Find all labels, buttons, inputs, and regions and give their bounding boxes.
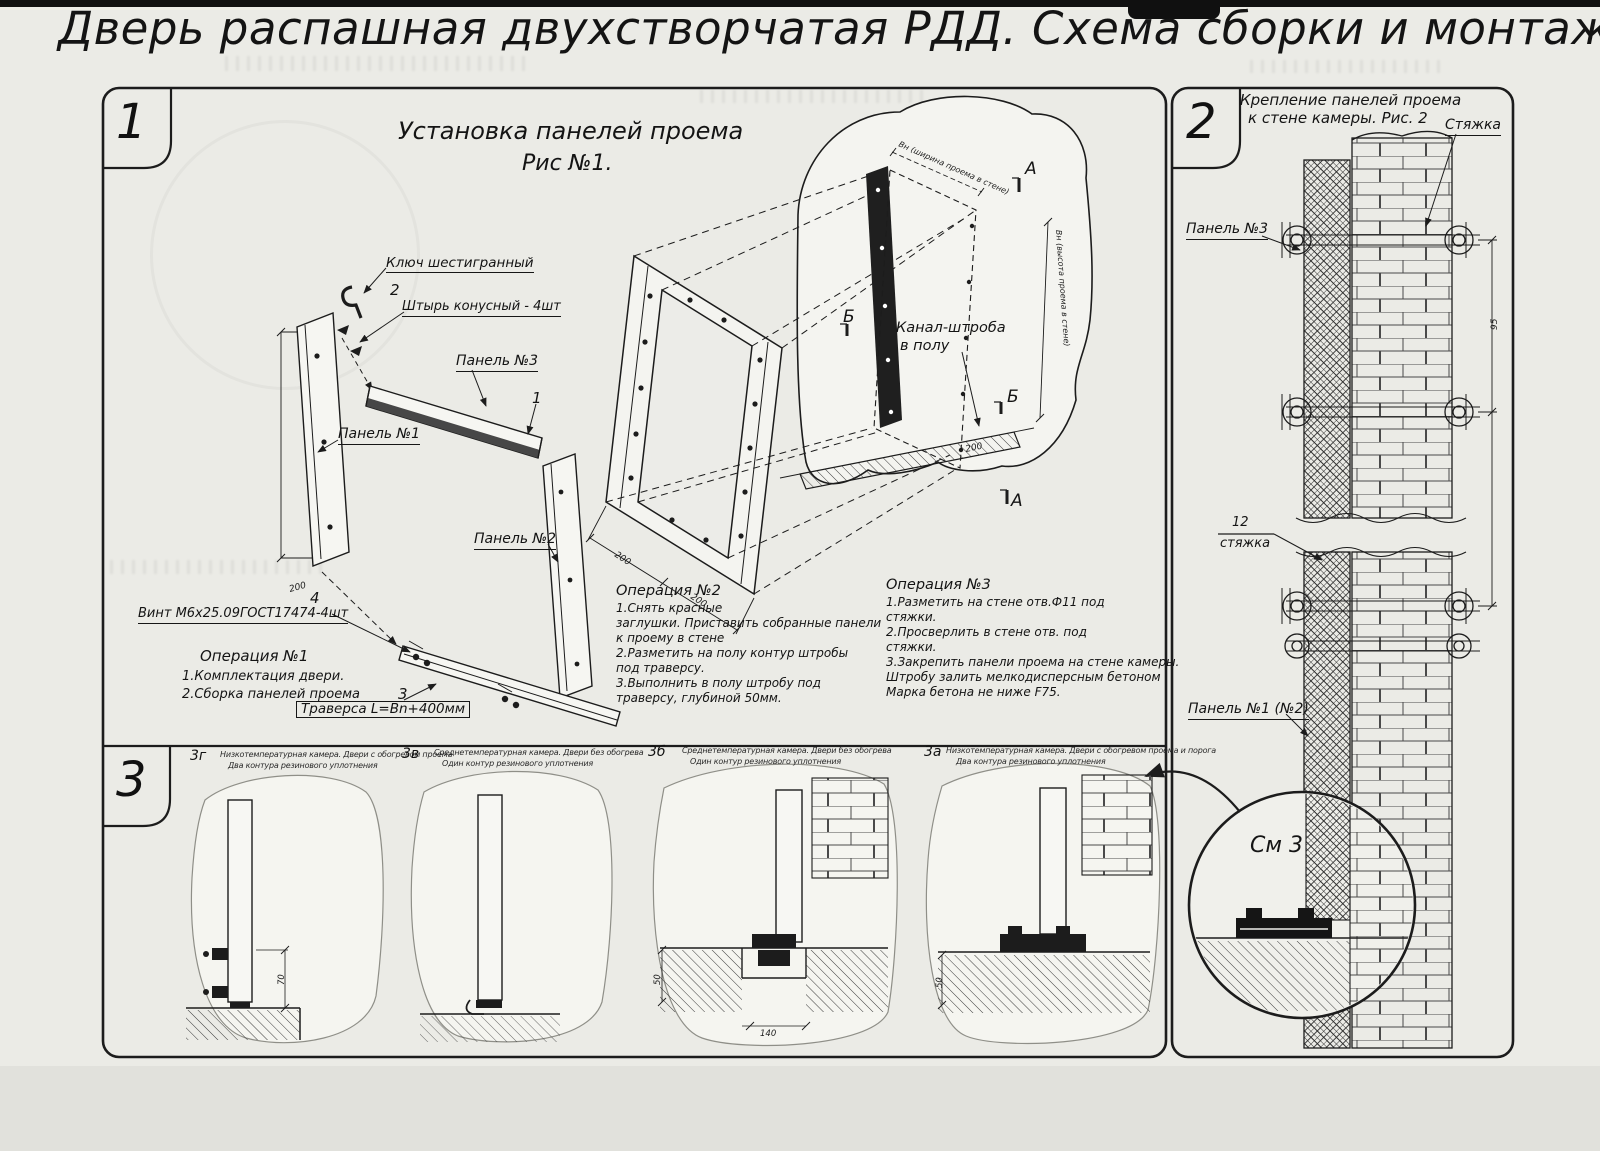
dim-200-b: 200 [612,550,632,568]
tie-bolt-646 [1284,633,1480,659]
figure-3a-caption: Низкотемпературная камера. Двери с обогр… [946,746,1216,755]
operation2-line: траверсу, глубиной 50мм. [616,691,782,705]
label-floor-channel: в полу [900,338,950,354]
operation2-line: 2.Разметить на полу контур штробы [616,646,849,660]
figure1-subtitle: Рис №1. [522,151,613,176]
figure-3b-id: 3б [648,744,666,760]
dim-50-b: 50 [935,977,945,988]
tie-bolt-606 [1281,588,1480,624]
label-panel-2: Панель №2 [474,531,556,550]
operation2-line: под траверсу. [616,661,705,675]
tie-bolt-412 [1281,394,1480,430]
figure-3a-id: 3а [924,744,942,760]
dim-95: 95 [1490,318,1500,330]
bleedthrough-mark [110,560,330,574]
tie-bolt-240 [1281,222,1480,258]
operation3-line: 1.Разметить на стене отв.Ф11 под [886,595,1105,609]
figure-3a [925,762,1161,1045]
operation2-header: Операция №2 [616,583,721,599]
label-tie-rod: Стяжка [1445,117,1501,136]
figure-3g [186,774,384,1044]
dim-140: 140 [760,1029,776,1039]
assembled-frame [585,254,783,635]
operation2-line: 3.Выполнить в полу штробу под [616,676,821,690]
figure-3v-id: 3в [402,746,420,762]
see-detail-3-label: См 3 [1250,833,1303,858]
dim-200-a: 200 [288,581,307,595]
bleedthrough-mark [1250,60,1440,73]
figure-3g-caption: Низкотемпературная камера. Двери с обогр… [220,750,453,759]
dim-70: 70 [277,974,287,985]
operation2-line: заглушки. Приставить собранные панели [616,616,882,630]
exploded-view [276,267,621,727]
operation2-line: 1.Снять красные [616,601,723,615]
dim-50-a: 50 [653,974,663,985]
balloon-4: 4 [310,589,320,607]
figure-3g-caption: Два контура резинового уплотнения [228,761,378,770]
operation3-header: Операция №3 [886,577,991,593]
section1-number: 1 [116,94,147,150]
section3-number: 3 [116,752,147,808]
balloon-1: 1 [532,389,542,407]
label-hex-key: Ключ шестигранный [386,255,534,274]
label-traverse: Траверса L=Bn+400мм [296,701,471,719]
label-panel-1-2: Панель №1 (№2) [1188,701,1309,720]
balloon-2: 2 [390,281,400,299]
detail-circle-content [1192,794,1413,1016]
section-marker-a: А [1025,159,1037,179]
operation2-line: к проему в стене [616,631,725,645]
label-cone-pin: Штырь конусный - 4шт [402,299,561,317]
operation3-line: 3.Закрепить панели проема на стене камер… [886,655,1180,669]
bleedthrough-mark [700,90,930,103]
bleedthrough-circle [150,120,420,390]
label-panel-3: Панель №3 [456,353,538,372]
wall-mount-view: 95 [1144,130,1500,1049]
figure-3b-caption: Среднетемпературная камера. Двери без об… [682,746,892,755]
floor-details: 70 50 140 50 [186,762,1161,1047]
section-marker-b: Б [843,307,855,327]
label-floor-channel: Канал-штроба [896,320,1006,336]
see-detail-arrow [1144,762,1241,813]
page-title: Дверь распашная двухстворчатая РДД. Схем… [58,2,1600,55]
position-name-tie: стяжка [1220,536,1271,551]
position-number-12: 12 [1232,515,1249,530]
balloon-3: 3 [398,685,408,703]
figure-3b-caption: Один контур резинового уплотнения [690,757,842,766]
section-marker-flags [840,177,1021,504]
label-panel-3-s2: Панель №3 [1186,221,1268,240]
operation3-line: стяжки. [886,610,937,624]
section-marker-a: А [1011,491,1023,511]
frame-borders [101,86,1515,1059]
projection-lines [605,169,977,595]
figure-3v [410,770,613,1043]
operation3-line: Марка бетона не ниже F75. [886,685,1061,699]
scan-bottom-band [0,1066,1600,1151]
operation3-line: 2.Просверлить в стене отв. под [886,625,1087,639]
operation1-header: Операция №1 [200,647,309,665]
figure1-title: Установка панелей проема [398,117,744,145]
figure-3v-caption: Один контур резинового уплотнения [442,759,594,768]
operation3-line: стяжки. [886,640,937,654]
wall-fragment [605,95,1093,595]
section2-number: 2 [1186,94,1217,150]
operation1-line: 2.Сборка панелей проема [182,687,360,702]
operation3-line: Штробу залить мелкодисперсным бетоном [886,670,1161,684]
scan-blob [1128,0,1220,19]
operation1-line: 1.Комплектация двери. [182,669,345,684]
figure-3b [652,763,898,1047]
label-screw: Винт М6х25.09ГОСТ17474-4шт [138,606,349,624]
figure2-title-line2: к стене камеры. Рис. 2 [1248,109,1428,127]
figure-3v-caption: Среднетемпературная камера. Двери без об… [434,748,644,757]
section-marker-b: Б [1007,387,1019,407]
figure-3a-caption: Два контура резинового уплотнения [956,757,1106,766]
figure-3g-id: 3г [190,748,207,764]
scan-edge-top [0,0,1600,7]
label-panel-1: Панель №1 [338,426,420,445]
figure2-title-line1: Крепление панелей проема [1240,91,1462,109]
dim-200-d: 200 [965,442,984,455]
bleedthrough-mark [225,56,525,71]
